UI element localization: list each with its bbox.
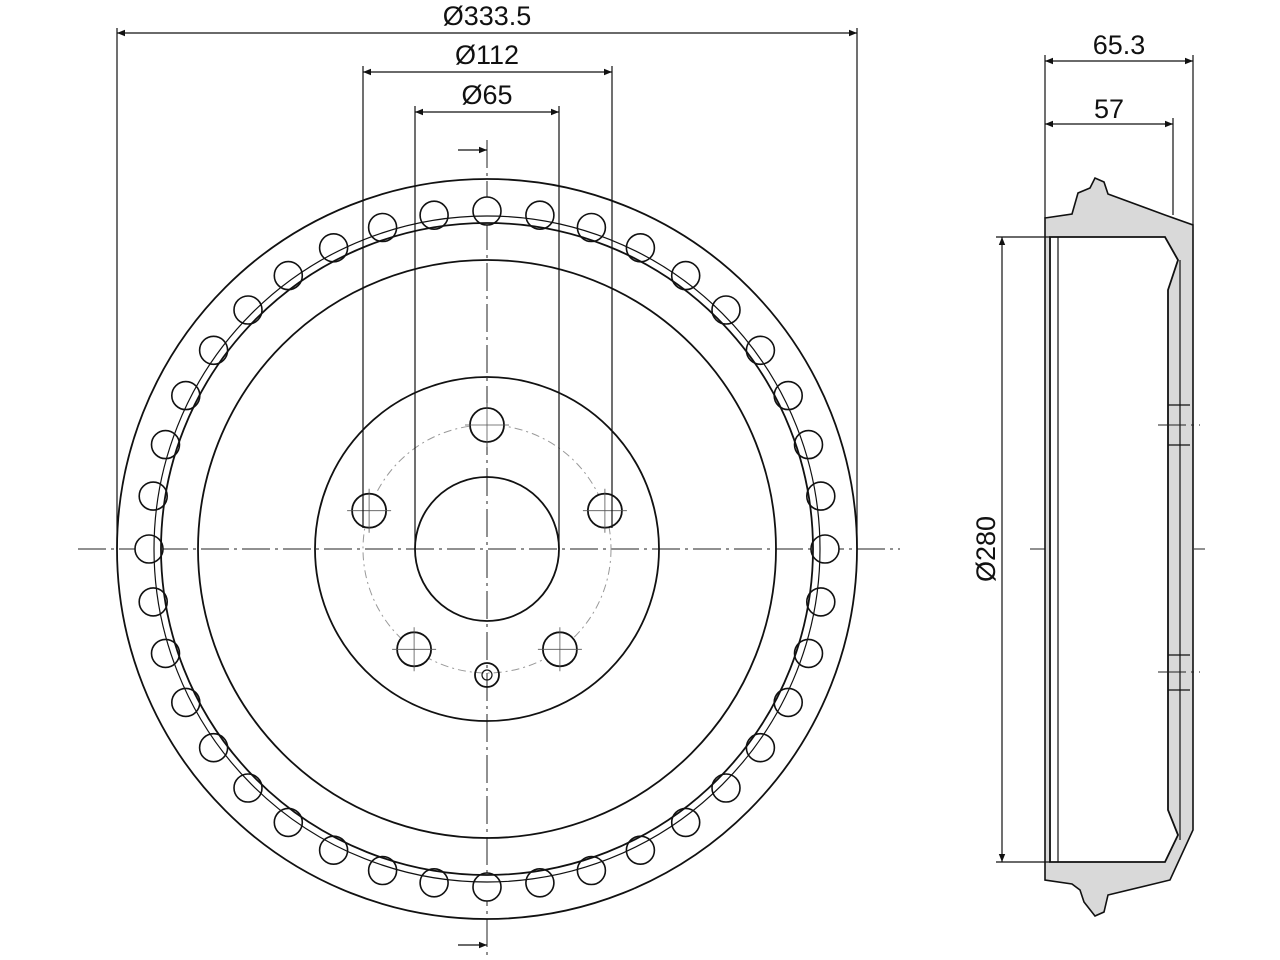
front-view	[78, 140, 900, 958]
fin-7	[745, 335, 776, 366]
fin-6	[711, 295, 741, 325]
dim-bore-diameter-label: Ø65	[461, 80, 512, 110]
fin-24	[318, 835, 349, 866]
drum-cavity	[1049, 236, 1179, 863]
fin-25	[273, 807, 304, 838]
hub-face-circle	[314, 376, 660, 722]
dim-drum-diameter-label: Ø280	[971, 516, 1001, 582]
bolt-holes	[347, 403, 627, 672]
dim-inner-width-label: 57	[1094, 94, 1124, 124]
fin-2	[525, 200, 555, 230]
fin-35	[198, 335, 229, 366]
dim-outer-diameter-label: Ø333.5	[443, 1, 532, 31]
fin-12	[805, 587, 836, 617]
fin-31	[134, 534, 164, 564]
fin-13	[793, 638, 824, 669]
fin-11	[810, 534, 840, 564]
side-view	[1030, 176, 1205, 917]
fin-17	[670, 807, 701, 838]
fin-8	[773, 380, 804, 411]
fin-19	[576, 855, 607, 886]
fin-40	[419, 200, 449, 230]
braking-surface-circle	[197, 259, 777, 839]
fin-21	[472, 872, 502, 902]
fin-23	[367, 855, 398, 886]
fin-16	[711, 773, 741, 803]
fin-27	[198, 732, 229, 763]
fin-5	[670, 260, 701, 291]
side-dimensions: 65.3 57 Ø280	[971, 30, 1194, 863]
fin-inner-circle	[153, 215, 821, 883]
fin-37	[273, 260, 304, 291]
fin-30	[138, 587, 168, 617]
locating-hole	[474, 662, 500, 688]
fin-3	[576, 212, 607, 243]
fin-22	[419, 867, 449, 898]
fin-28	[171, 687, 201, 718]
fin-34	[171, 380, 201, 411]
fin-9	[793, 429, 824, 460]
fin-39	[367, 212, 398, 243]
fin-10	[805, 481, 836, 511]
fin-4	[625, 233, 656, 263]
locating-hole-inner	[481, 669, 493, 681]
fin-32	[138, 481, 168, 511]
dim-hub-diameter-label: Ø112	[455, 40, 519, 70]
fin-36	[233, 295, 263, 325]
fin-18	[625, 835, 656, 866]
fin-20	[525, 867, 555, 898]
dim-total-width-label: 65.3	[1093, 30, 1146, 60]
fin-26	[233, 773, 263, 803]
bolt-pitch-circle	[362, 424, 612, 674]
cooling-fins	[134, 196, 840, 902]
fin-1	[472, 196, 502, 226]
front-dimensions: Ø333.5 Ø112 Ø65	[116, 1, 858, 549]
fin-38	[318, 233, 349, 263]
fin-29	[150, 638, 181, 669]
fin-15	[745, 732, 776, 763]
fin-33	[150, 429, 181, 460]
drum-inner-circle	[160, 222, 814, 876]
fin-14	[773, 687, 804, 718]
